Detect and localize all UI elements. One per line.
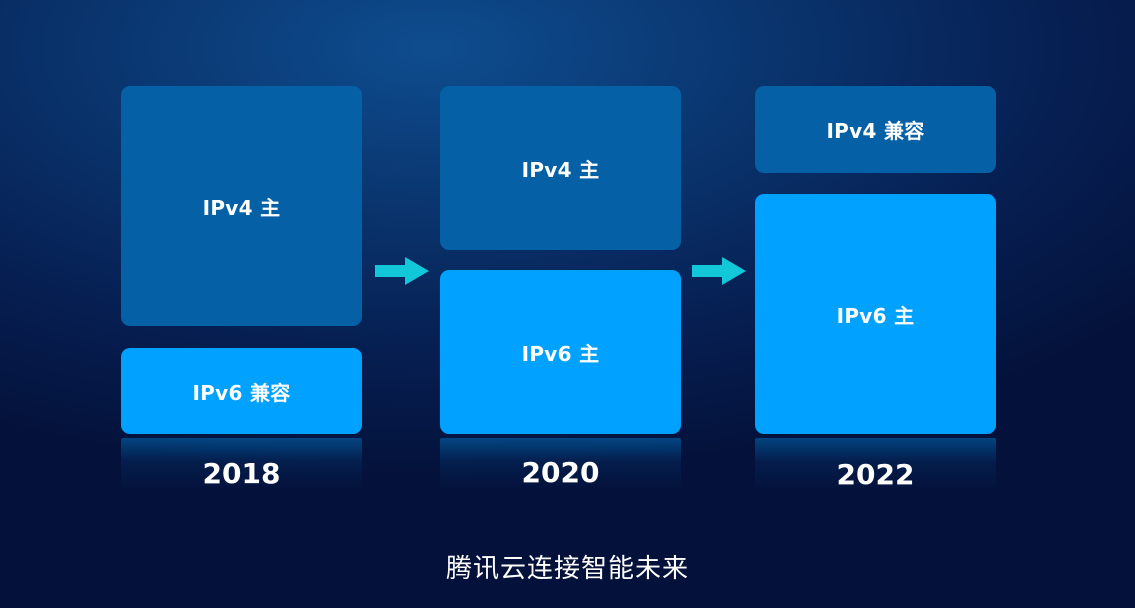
ipv4-label-2020: IPv4 主 — [521, 157, 600, 182]
caption: 腾讯云连接智能未来 — [445, 554, 689, 584]
arrow-right-icon — [375, 257, 429, 285]
arrow-right-icon — [692, 257, 746, 285]
year-label-2018: 2018 — [202, 457, 281, 490]
reflection-2022 — [755, 438, 996, 490]
ipv4-block-2020: IPv4 主 — [440, 86, 681, 250]
reflection-2020 — [440, 438, 681, 490]
ipv4-label-2022: IPv4 兼容 — [826, 119, 925, 143]
reflection-2018 — [121, 438, 362, 490]
ipv4-label-2018: IPv4 主 — [202, 195, 281, 220]
year-label-2022: 2022 — [836, 458, 915, 491]
ipv4-block-2018: IPv4 主 — [121, 86, 362, 326]
ipv6-label-2022: IPv6 主 — [836, 303, 915, 328]
year-label-2020: 2020 — [521, 456, 600, 489]
ipv6-label-2018: IPv6 兼容 — [192, 380, 291, 405]
ipv6-block-2022: IPv6 主 — [755, 194, 996, 434]
ipv6-label-2020: IPv6 主 — [521, 341, 600, 366]
ipv6-block-2020: IPv6 主 — [440, 270, 681, 434]
ipv4-block-2022: IPv4 兼容 — [755, 86, 996, 173]
ipv6-block-2018: IPv6 兼容 — [121, 348, 362, 434]
